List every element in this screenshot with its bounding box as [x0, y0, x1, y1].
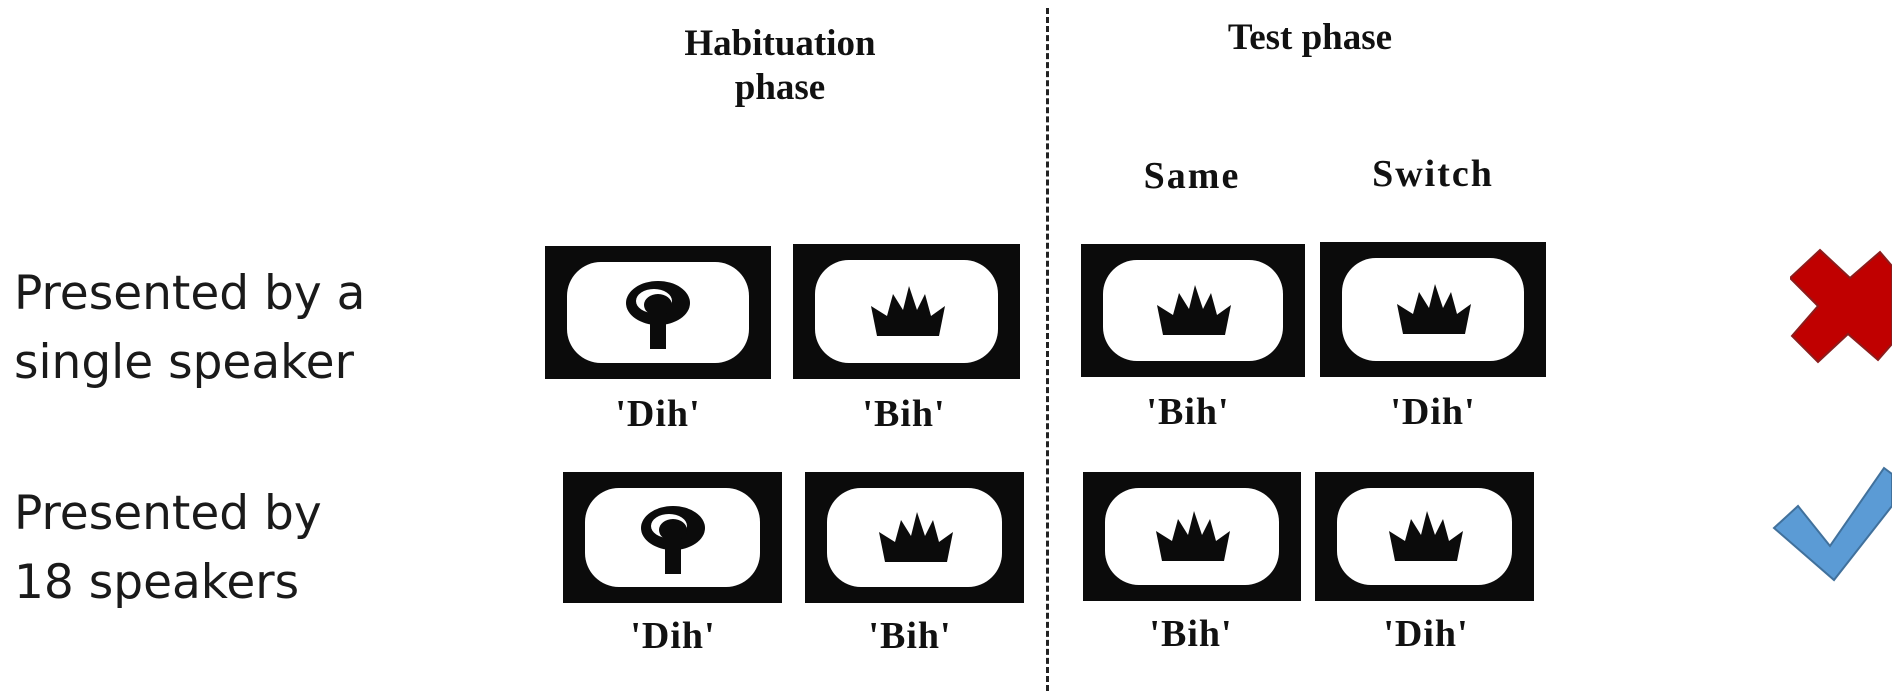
word-label: 'Bih' [1146, 391, 1230, 433]
phase-divider [1046, 8, 1049, 691]
test-same-card-bih [1083, 472, 1301, 601]
word-label: 'Bih' [862, 393, 946, 435]
habituation-card-bih [793, 244, 1020, 379]
habituation-card-dih [545, 246, 771, 379]
crown-object-icon [878, 511, 953, 562]
crown-object-icon [1157, 284, 1231, 335]
crown-object-icon [1397, 283, 1471, 334]
crown-object-icon [1156, 510, 1230, 561]
crown-object-icon [1388, 510, 1463, 561]
row-label-single-speaker: Presented by a single speaker [14, 266, 366, 390]
switch-condition-header: Switch [1372, 153, 1494, 195]
test-switch-card-dih [1315, 472, 1534, 601]
test-switch-card-dih [1320, 242, 1546, 377]
crown-object-icon [870, 285, 945, 336]
test-phase-header: Test phase [1227, 17, 1393, 58]
row-label-18-speakers: Presented by 18 speakers [14, 486, 322, 610]
word-label: 'Bih' [868, 615, 952, 657]
word-label: 'Bih' [1149, 613, 1233, 655]
check-icon [1772, 466, 1892, 582]
cross-icon [1790, 248, 1892, 364]
habituation-card-dih [563, 472, 782, 603]
test-same-card-bih [1081, 244, 1305, 377]
object-a-icon [640, 505, 705, 574]
object-a-icon [626, 280, 690, 349]
word-label: 'Dih' [630, 615, 716, 657]
word-label: 'Dih' [615, 393, 701, 435]
habituation-phase-header: Habituation phase [684, 23, 876, 108]
same-condition-header: Same [1143, 155, 1241, 197]
habituation-card-bih [805, 472, 1024, 603]
word-label: 'Dih' [1383, 613, 1469, 655]
word-label: 'Dih' [1390, 391, 1476, 433]
